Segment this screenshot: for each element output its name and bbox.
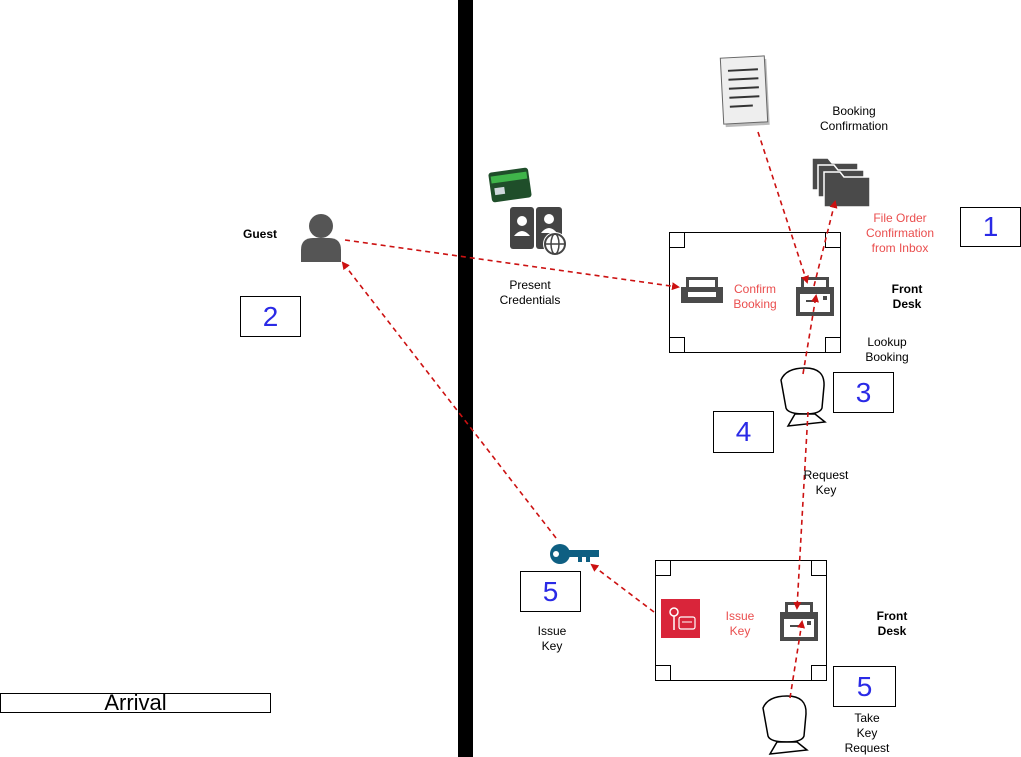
guest-label: Guest [242,227,277,241]
issue-key-outer-label: Issue Key [537,624,567,653]
front-desk-label-bottom: Front Desk [876,609,908,638]
front-desk-label-top: Front Desk [891,282,923,311]
take-key-request-label: Take Key Request [844,711,890,755]
arrow-key-to-guest [341,261,557,539]
passport-credentials-icon [510,207,567,256]
guest-person-icon [301,214,341,262]
step-3-box: 3 [833,372,894,413]
step-1-box: 1 [960,207,1021,247]
arrow-device-to-bottom-inbox [793,411,809,610]
credit-card-icon [488,167,532,203]
inbox-tray-icon-confirm [681,277,723,303]
step-5-box-right: 5 [833,666,896,707]
step-2-box: 2 [240,296,301,337]
device-icon-top [780,367,827,427]
step-4-box: 4 [713,411,774,453]
inbox-tray-icon-bottom [780,602,818,641]
file-order-label: File Order Confirmation from Inbox [865,211,935,255]
confirm-booking-label: Confirm Booking [733,282,777,311]
arrow-bottom-device-to-inbox [789,620,806,699]
device-icon-bottom [762,695,809,755]
issue-key-inner-label: Issue Key [725,609,755,638]
boundary-divider [458,0,473,757]
folders-icon [811,157,871,208]
arrow-guest-to-confirm [344,239,680,291]
arrow-document-to-inbox [757,131,809,284]
present-credentials-label: Present Credentials [499,278,561,307]
arrow-issue-to-key [590,563,655,613]
request-key-label: Request Key [803,468,849,497]
arrow-device-to-inbox [802,294,819,375]
arrow-inbox-to-folders [813,200,838,287]
arrival-label: Arrival [0,692,271,714]
lookup-booking-label: Lookup Booking [865,335,909,364]
document-icon [719,55,770,128]
issue-key-system-icon [661,599,700,638]
booking-confirmation-label: Booking Confirmation [819,104,889,133]
key-icon [550,544,599,564]
step-5-box-left: 5 [520,571,581,612]
